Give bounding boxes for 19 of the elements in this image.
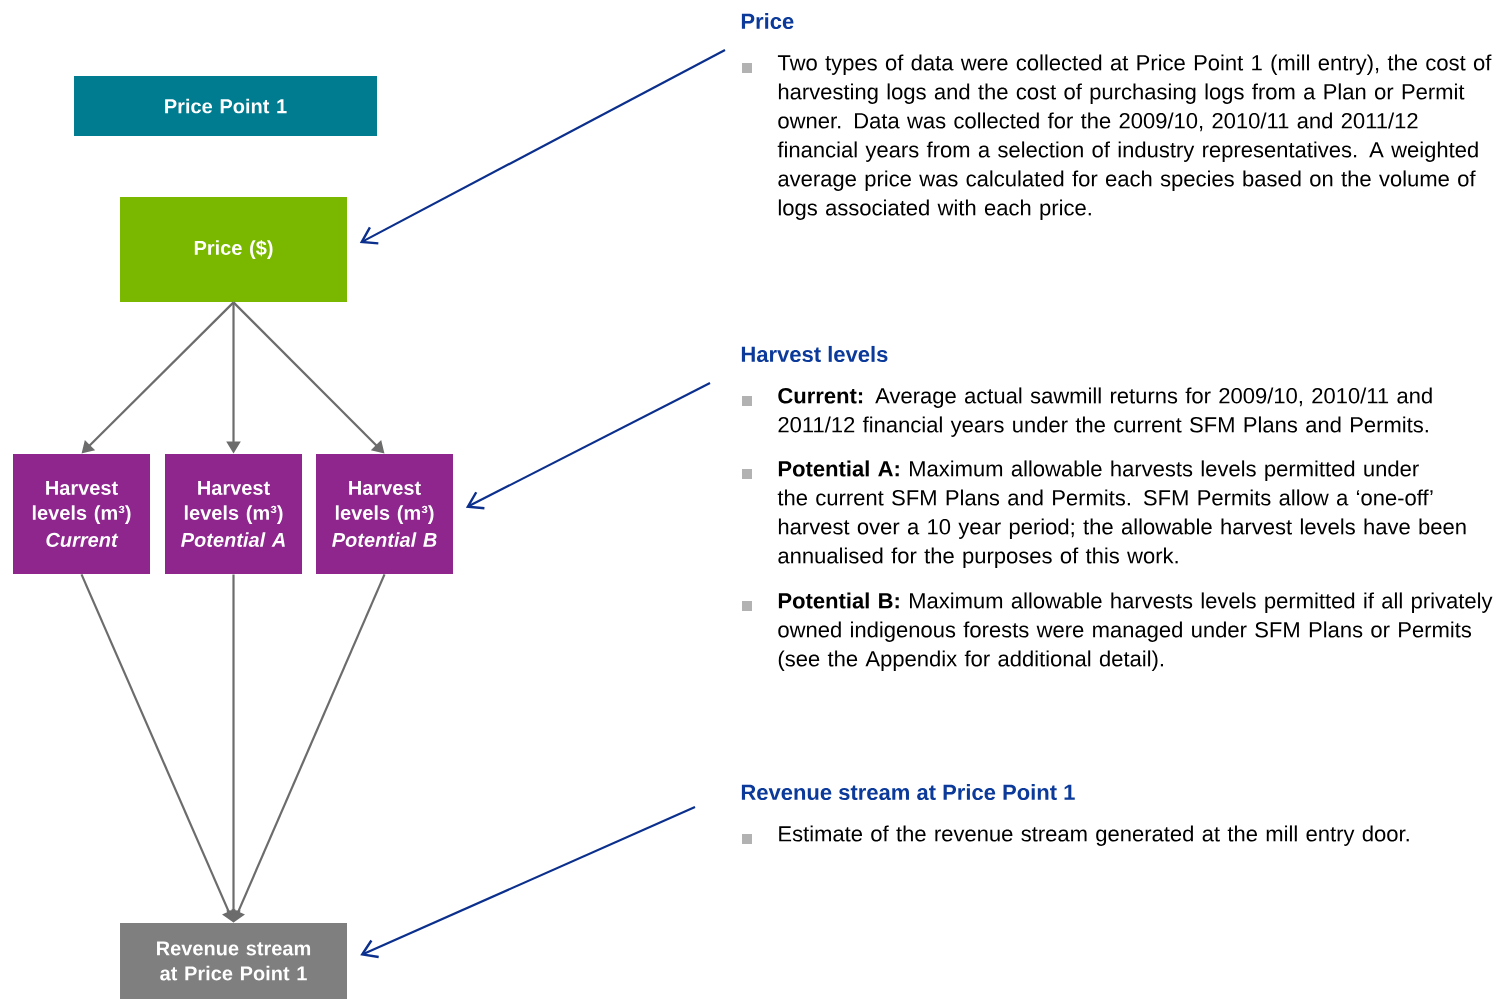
process-box: Harvest levels (m³) Potential B [316,454,453,574]
process-box: Harvest levels (m³) Current [13,454,150,574]
arrow [465,382,711,510]
section-heading: Price [741,12,794,30]
bullet-text: Two types of data were collected at Price Point 1 (mill entry), the cost of harvesting logs and the cost of purchasing logs from a Plan or Permit owner. Data was collected for the 2009/10, 2010/11 and 2011/12 financial years from a selection of industry representatives. A weighted average price was calculated for each species based on the volume of logs associated with each price. [777,54,1492,220]
section-heading: Harvest levels [741,345,888,363]
bullet-text: Estimate of the revenue stream generated at the mill entry door. [779,825,1409,846]
process-box: Revenue stream at Price Point 1 [120,923,347,999]
arrow [360,806,696,959]
process-box: Price ($) [120,197,347,302]
bullet-text: Current: Average actual sawmill returns for 2009/10, 2010/11 and 2011/12 financial years under the current SFM Plans and Permits. [778,387,1432,437]
section-heading: Revenue stream at Price Point 1 [741,783,1075,801]
process-box: Price Point 1 [74,76,377,136]
process-box: Harvest levels (m³) Potential A [165,454,302,574]
arrow [81,301,235,454]
bullet-text: Potential A: Maximum allowable harvests levels permitted under the current SFM Plans and Permits. SFM Permits allow a ‘one-off’ harvest over a 10 year period; the allowable harvest levels have been annualised for the purposes of this work. [777,460,1466,568]
arrow [232,301,385,454]
arrow [359,49,726,245]
bullet-text: Potential B: Maximum allowable harvests levels permitted if all privately owned indigenous forests were managed under SFM Plans or Permits (see the Appendix for additional detail). [778,592,1493,671]
